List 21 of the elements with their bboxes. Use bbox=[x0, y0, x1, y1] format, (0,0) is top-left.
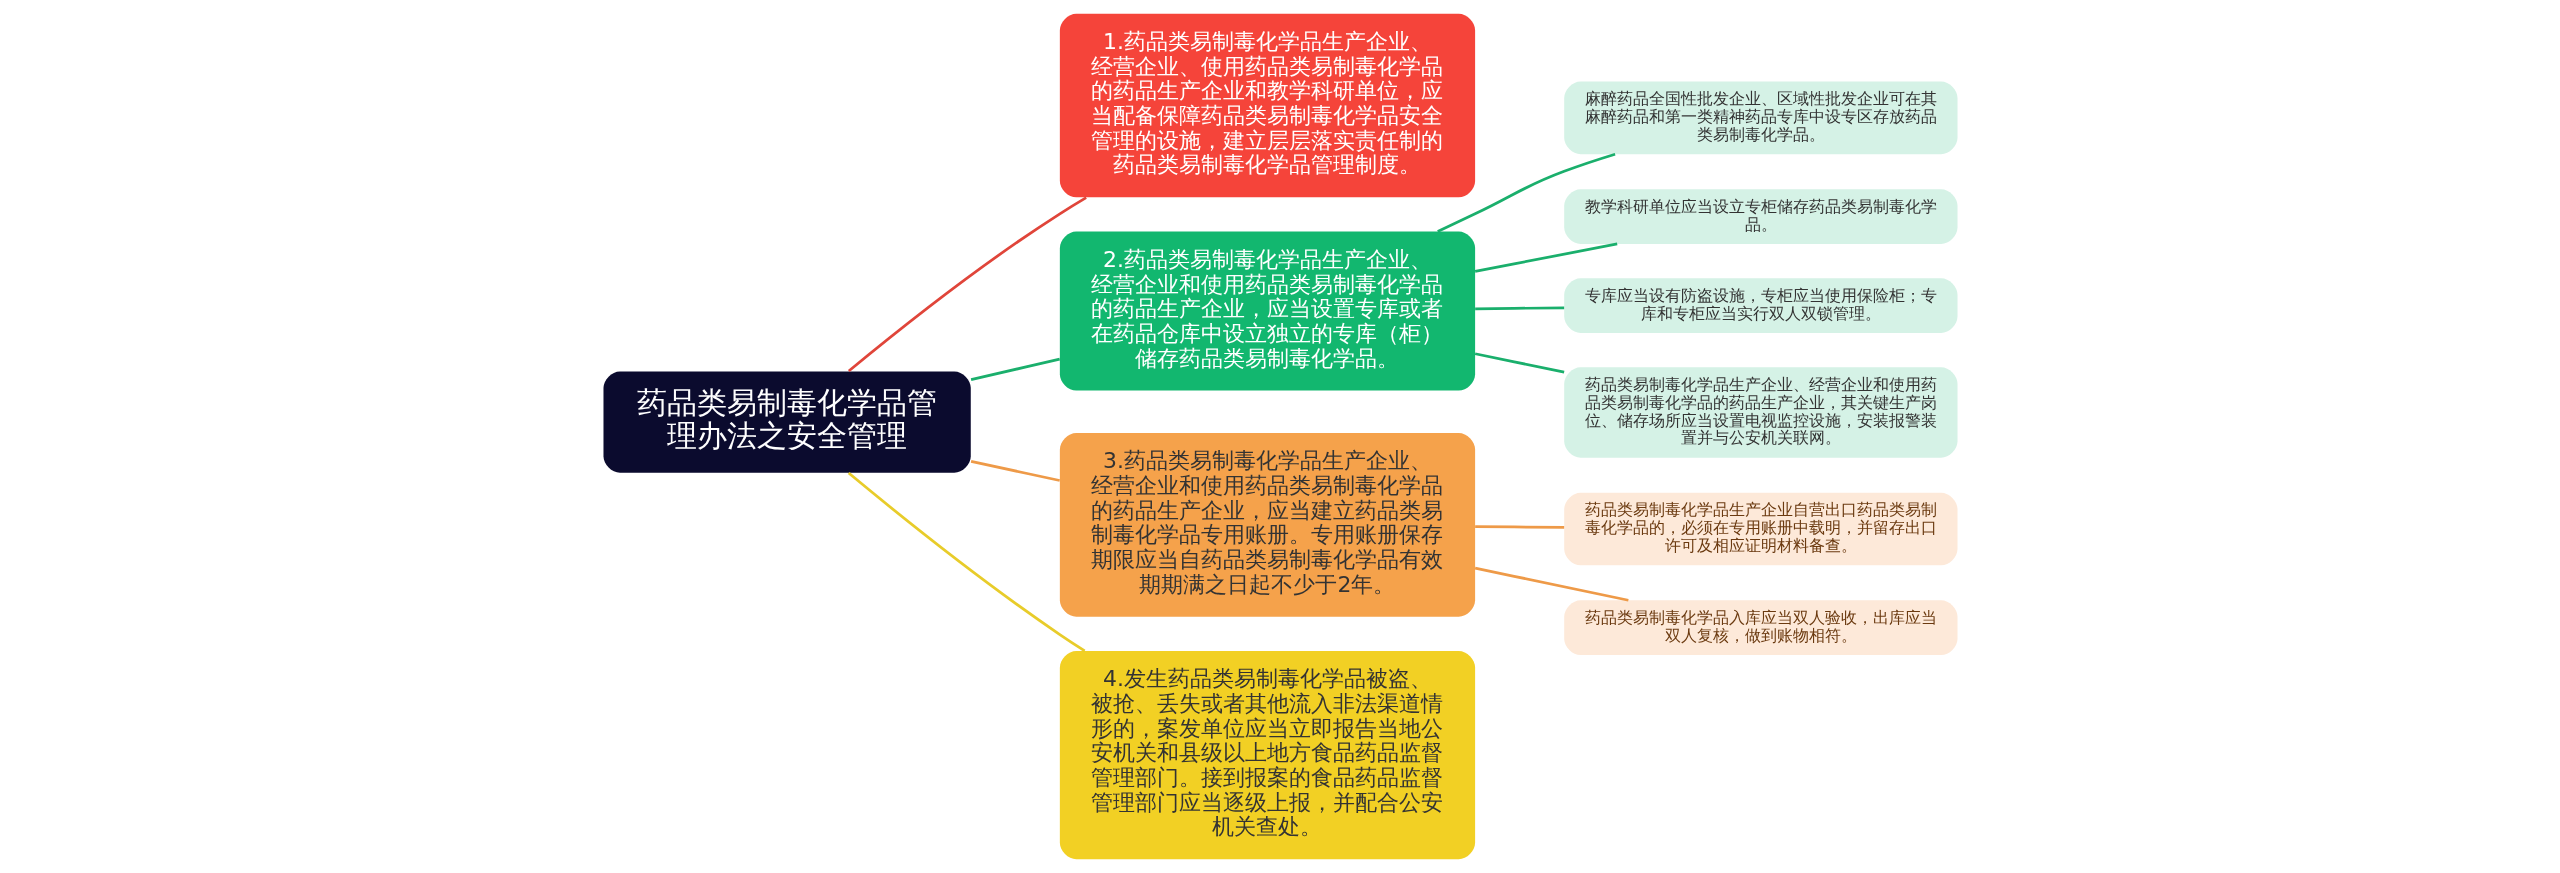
connector bbox=[1436, 152, 1615, 233]
connector bbox=[1474, 525, 1564, 529]
node-box: 药品类易制毒化学品入库应当双人验收，出库应当双人复核，做到账物相符。 bbox=[1563, 600, 1957, 656]
connector bbox=[847, 472, 1085, 653]
node-box: 教学科研单位应当设立专柜储存药品类易制毒化学品。 bbox=[1563, 189, 1957, 244]
node-box: 药品类易制毒化学品管理办法之安全管理 bbox=[603, 371, 971, 473]
node-box: 4.发生药品类易制毒化学品被盗、被抢、丢失或者其他流入非法渠道情形的，案发单位应当立即报告当地公安机关和县级以上地方食品药品监督管理部门。接到报案的食品药品监督管理部门应当逐级上报，并配合公安机关查处。 bbox=[1059, 651, 1475, 860]
connector bbox=[970, 460, 1060, 482]
connector bbox=[1474, 242, 1617, 273]
node-box: 药品类易制毒化学品生产企业、经营企业和使用药品类易制毒化学品的药品生产企业，其关键生产岗位、储存场所应当设置电视监控设施，安装报警装置并与公安机关联网。 bbox=[1563, 367, 1957, 458]
node-box: 1.药品类易制毒化学品生产企业、经营企业、使用药品类易制毒化学品的药品生产企业和教学科研单位，应当配备保障药品类易制毒化学品安全管理的设施，建立层层落实责任制的药品类易制毒化学品管理制度。 bbox=[1059, 13, 1475, 198]
node-box: 专库应当设有防盗设施，专柜应当使用保险柜；专库和专柜应当实行双人双锁管理。 bbox=[1563, 278, 1957, 334]
node-box: 药品类易制毒化学品生产企业自营出口药品类易制毒化学品的，必须在专用账册中载明，并留存出口许可及相应证明材料备查。 bbox=[1563, 492, 1957, 566]
node-box: 3.药品类易制毒化学品生产企业、经营企业和使用药品类易制毒化学品的药品生产企业，应当建立药品类易制毒化学品专用账册。专用账册保存期限应当自药品类易制毒化学品有效期期满之日起不少于2年。 bbox=[1059, 433, 1475, 617]
node-box: 2.药品类易制毒化学品生产企业、经营企业和使用药品类易制毒化学品的药品生产企业，应当设置专库或者在药品仓库中设立独立的专库（柜）储存药品类易制毒化学品。 bbox=[1059, 231, 1475, 391]
node-box: 麻醉药品全国性批发企业、区域性批发企业可在其麻醉药品和第一类精神药品专库中设专区存放药品类易制毒化学品。 bbox=[1563, 81, 1957, 155]
connector bbox=[970, 357, 1060, 381]
connector bbox=[1474, 566, 1629, 602]
connector bbox=[1474, 306, 1564, 311]
connector bbox=[847, 196, 1087, 373]
connector bbox=[1474, 352, 1564, 374]
